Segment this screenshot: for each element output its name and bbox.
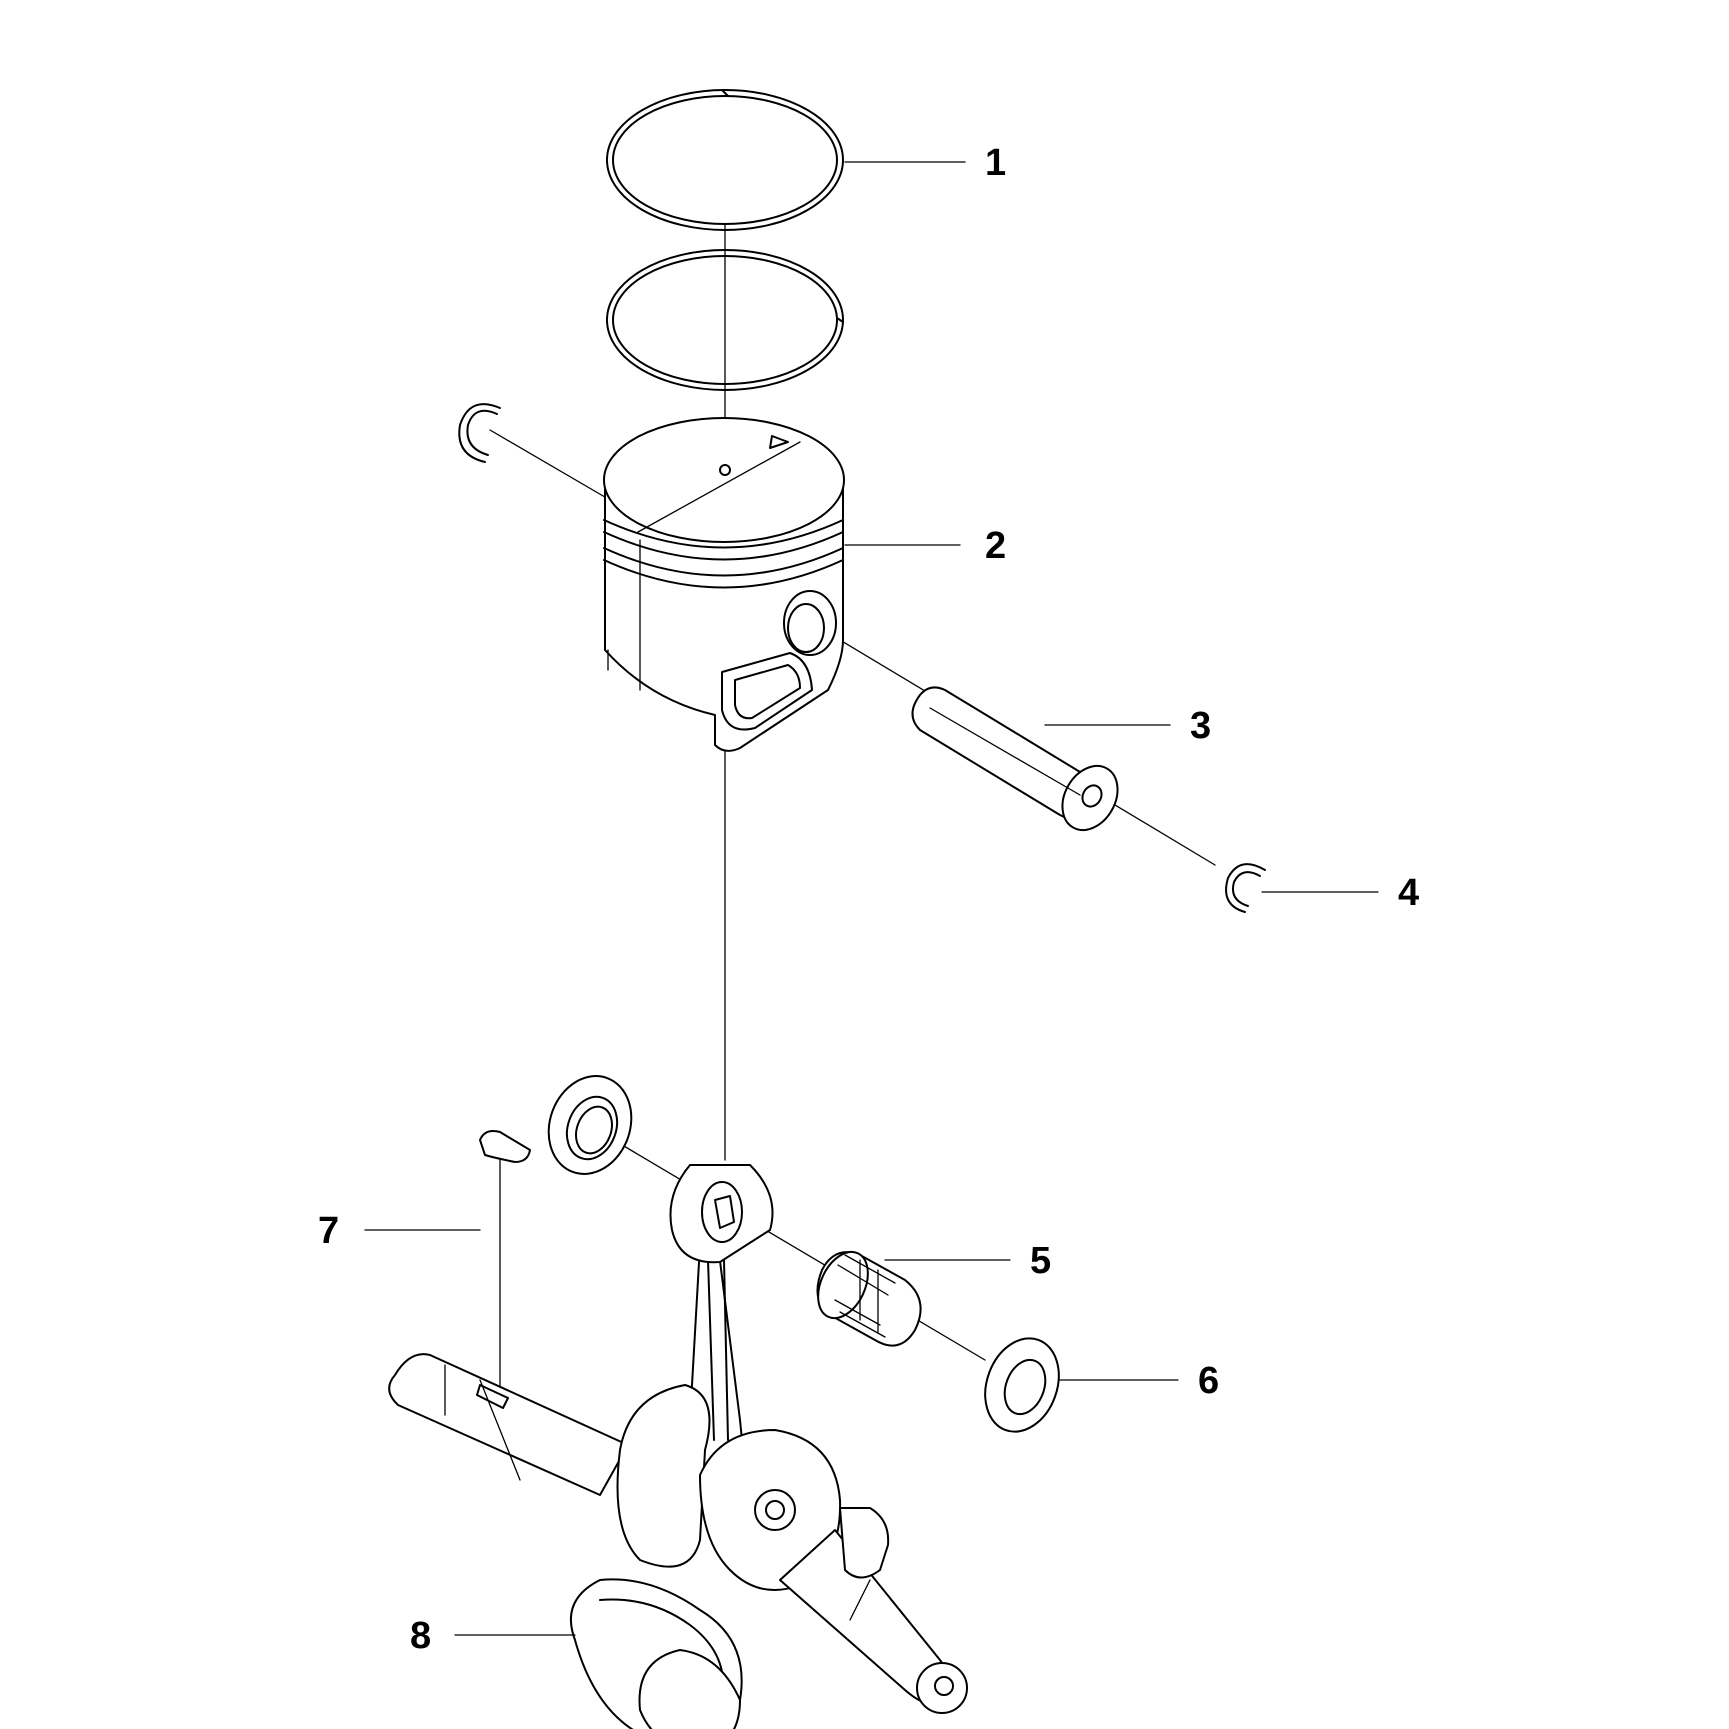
- left-circlip-axis-line: [489, 429, 611, 501]
- piston-rings: [606, 89, 844, 391]
- callout-3: 3: [1190, 705, 1211, 747]
- leader-lines: [364, 161, 1379, 1636]
- callout-4: 4: [1398, 872, 1419, 914]
- callout-6: 6: [1198, 1360, 1219, 1402]
- callout-2: 2: [985, 525, 1006, 567]
- piston-pin: [911, 686, 1119, 831]
- callout-1: 1: [985, 142, 1006, 184]
- callout-7: 7: [318, 1210, 339, 1252]
- piston: [603, 417, 845, 752]
- callout-8: 8: [410, 1615, 431, 1657]
- washer-left: [547, 1075, 633, 1175]
- circlip-left: [458, 403, 501, 463]
- thrust-washer: [984, 1337, 1060, 1433]
- woodruff-key: [479, 1130, 531, 1163]
- circlip-right: [1225, 863, 1266, 913]
- needle-bearing: [816, 1250, 922, 1347]
- lower-axis-line: [579, 1119, 986, 1361]
- crankshaft-assembly: [388, 1164, 968, 1729]
- callout-5: 5: [1030, 1240, 1051, 1282]
